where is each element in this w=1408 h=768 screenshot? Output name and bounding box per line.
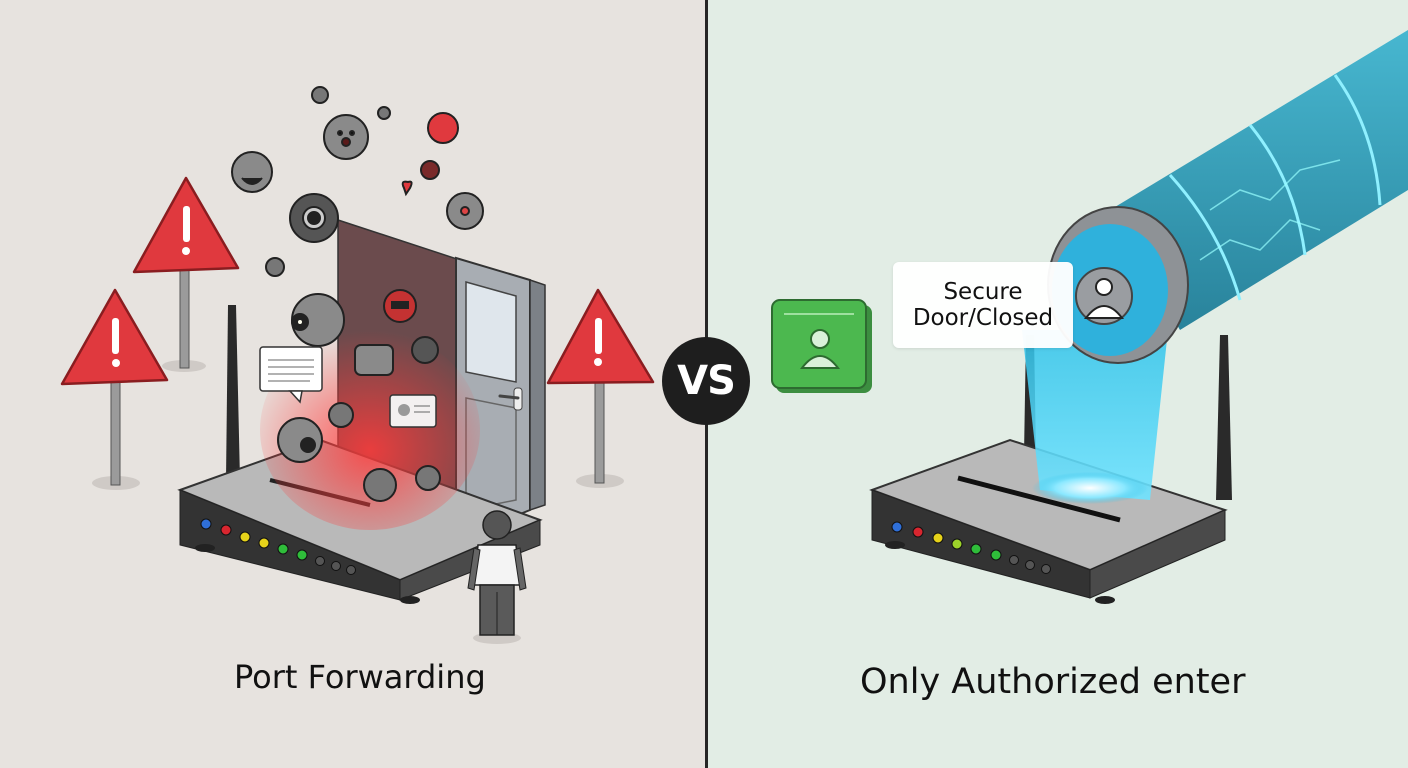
router-right	[869, 438, 1228, 604]
light-beam	[1022, 330, 1168, 500]
warning-sign-back	[132, 176, 240, 372]
glow-pad	[1032, 472, 1148, 504]
authorized-user-badge	[771, 299, 872, 393]
malware-swarm	[231, 86, 484, 502]
chat-bubble-icon	[259, 346, 323, 404]
left-caption: Port Forwarding	[234, 658, 486, 696]
warning-sign-right	[546, 288, 655, 488]
secure-door-label: Secure Door/Closed	[893, 262, 1073, 348]
vs-badge: VS	[662, 337, 750, 425]
person	[467, 510, 527, 644]
secure-tunnel	[1047, 30, 1408, 364]
bubble-line-2: Door/Closed	[912, 305, 1054, 331]
bubble-line-1: Secure	[943, 278, 1023, 305]
message-card-icon	[389, 394, 437, 428]
antenna	[1216, 335, 1232, 500]
antenna	[226, 305, 240, 480]
right-caption: Only Authorized enter	[860, 662, 1246, 702]
warning-sign-front	[60, 288, 169, 490]
